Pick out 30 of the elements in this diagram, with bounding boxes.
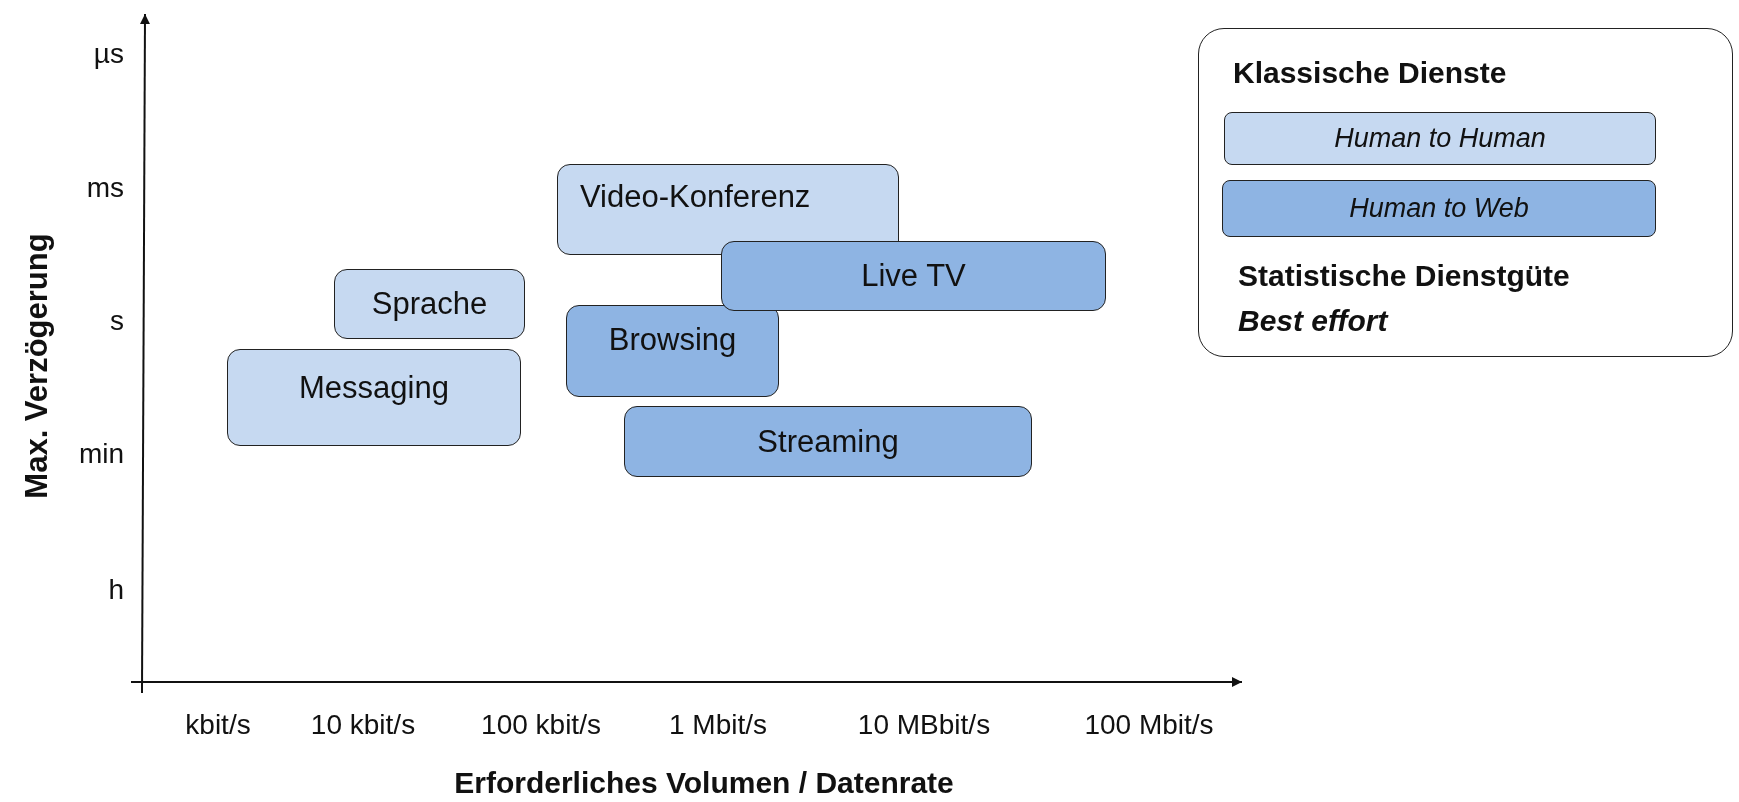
axis-title: Max. Verzögerung	[19, 232, 55, 501]
service-label: Live TV	[861, 258, 966, 294]
x-tick-label: 1 Mbit/s	[668, 709, 768, 741]
y-tick-label: h	[108, 574, 124, 606]
service-label: Streaming	[757, 423, 899, 460]
service-box	[334, 269, 525, 339]
service-box	[566, 305, 779, 397]
x-tick-label: 10 kbit/s	[309, 709, 417, 741]
legend-note: Best effort	[1238, 304, 1388, 338]
service-box	[557, 164, 899, 255]
legend-note: Statistische Dienstgüte	[1238, 259, 1570, 293]
service-label: Browsing	[608, 322, 737, 358]
y-tick-label: min	[78, 438, 124, 470]
x-tick-label: kbit/s	[184, 709, 252, 741]
legend-swatch: Human to Human	[1224, 112, 1656, 165]
service-box	[624, 406, 1032, 477]
service-box	[227, 349, 521, 446]
service-box	[721, 241, 1106, 311]
service-label: Video-Konferenz	[580, 179, 811, 215]
service-label: Sprache	[371, 286, 488, 322]
x-tick-label: 100 kbit/s	[480, 709, 602, 741]
y-tick-label: ms	[86, 172, 124, 204]
x-tick-label: 10 MBbit/s	[856, 709, 992, 741]
axis-title: Erforderliches Volumen / Datenrate	[453, 766, 955, 800]
y-tick-label: s	[110, 305, 124, 337]
y-tick-label: µs	[93, 38, 124, 70]
service-label: Messaging	[299, 370, 449, 406]
x-tick-label: 100 Mbit/s	[1083, 709, 1215, 741]
legend-heading: Klassische Dienste	[1233, 56, 1507, 90]
legend-swatch: Human to Web	[1222, 180, 1656, 237]
